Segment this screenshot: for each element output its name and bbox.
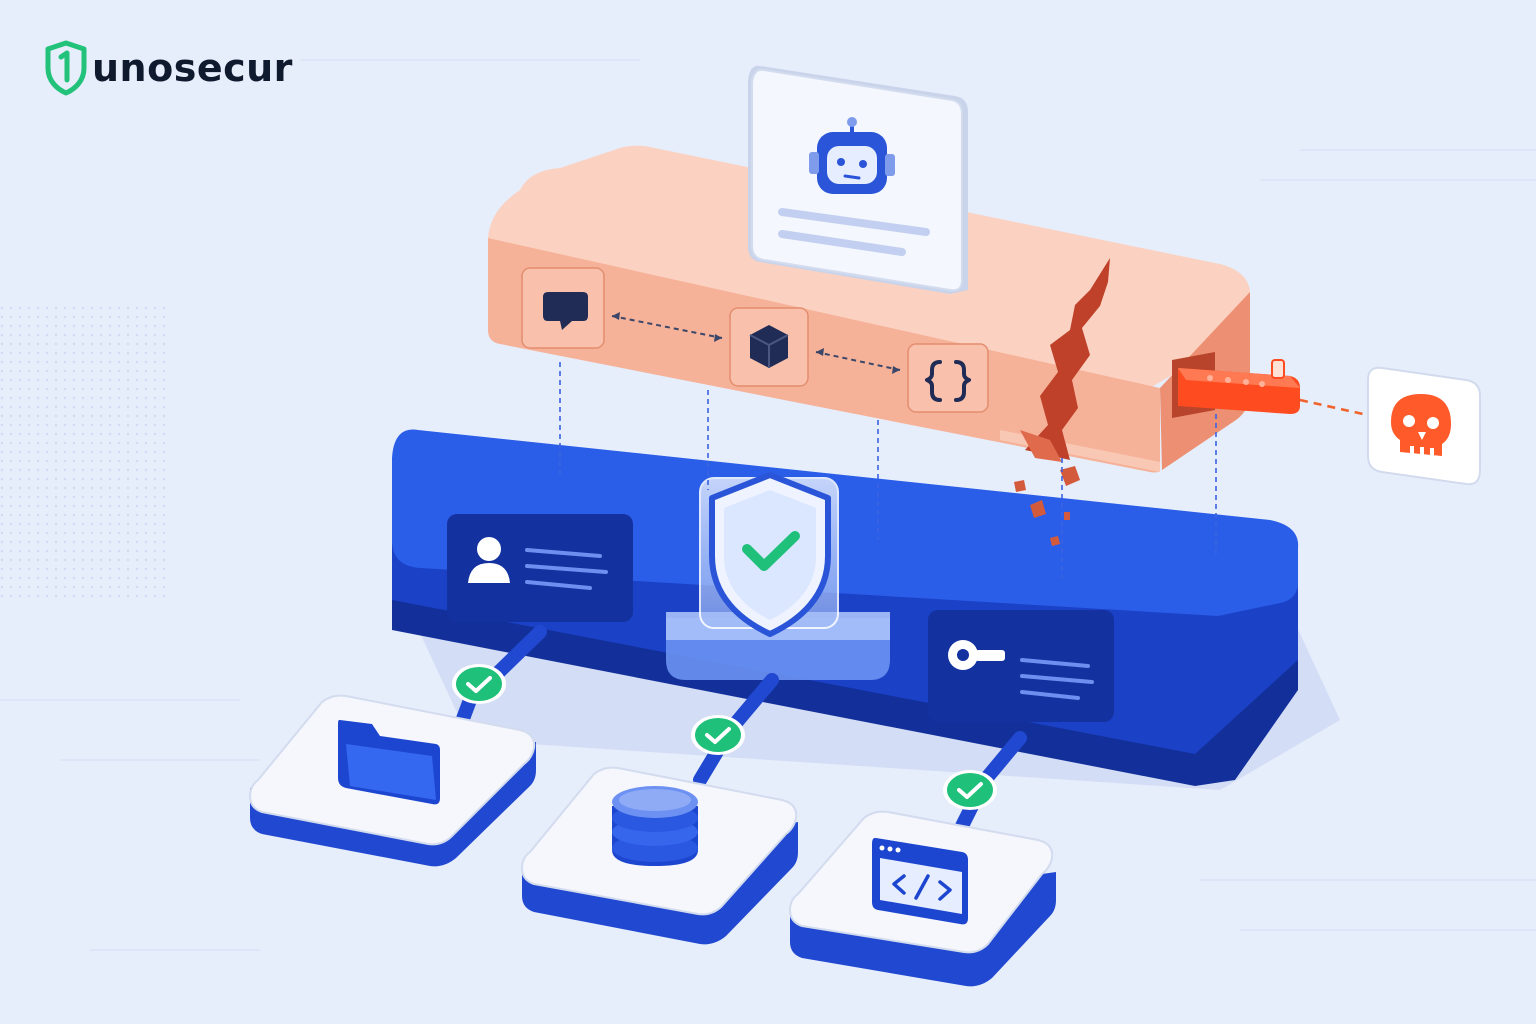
layer-link-lines <box>559 362 1217 578</box>
guard-shield <box>666 472 890 680</box>
key-panel <box>928 610 1114 722</box>
threat-connector <box>1299 398 1373 418</box>
key-icon <box>948 640 1005 670</box>
user-panel <box>447 514 633 622</box>
database-icon <box>612 786 698 866</box>
tool-connectors <box>611 315 901 371</box>
resource-database-card <box>520 766 798 945</box>
tool-cube <box>729 307 809 387</box>
check-icon <box>452 664 506 704</box>
user-icon <box>468 537 510 583</box>
key-detail-lines <box>1020 658 1094 700</box>
threat-card <box>1367 366 1481 486</box>
tool-braces <box>907 343 989 413</box>
chat-icon <box>543 292 588 330</box>
folder-icon <box>338 719 440 805</box>
user-detail-lines <box>525 548 608 590</box>
usb-key-icon <box>1172 352 1300 418</box>
code-window-icon <box>872 837 968 925</box>
brand-name: unosecur <box>92 46 293 90</box>
resource-code-card <box>788 810 1056 987</box>
crack-debris <box>1014 466 1080 546</box>
skull-icon <box>1391 394 1451 456</box>
shield-check-icon <box>709 472 831 637</box>
agent-card-lines <box>778 208 930 256</box>
background-decoration <box>0 59 1536 951</box>
check-icon <box>691 715 745 755</box>
layer-crack <box>1014 258 1110 546</box>
check-icon <box>943 770 997 810</box>
cube-icon <box>749 325 789 368</box>
identity-layer <box>392 429 1340 790</box>
tool-chat <box>521 267 605 349</box>
robot-icon <box>809 117 895 194</box>
shield-one-icon <box>45 40 87 96</box>
brand-logo: unosecur <box>44 40 293 96</box>
braces-icon <box>925 360 971 402</box>
resource-folder-card <box>248 694 536 867</box>
agent-layer <box>488 65 1300 546</box>
agent-card <box>748 65 968 295</box>
